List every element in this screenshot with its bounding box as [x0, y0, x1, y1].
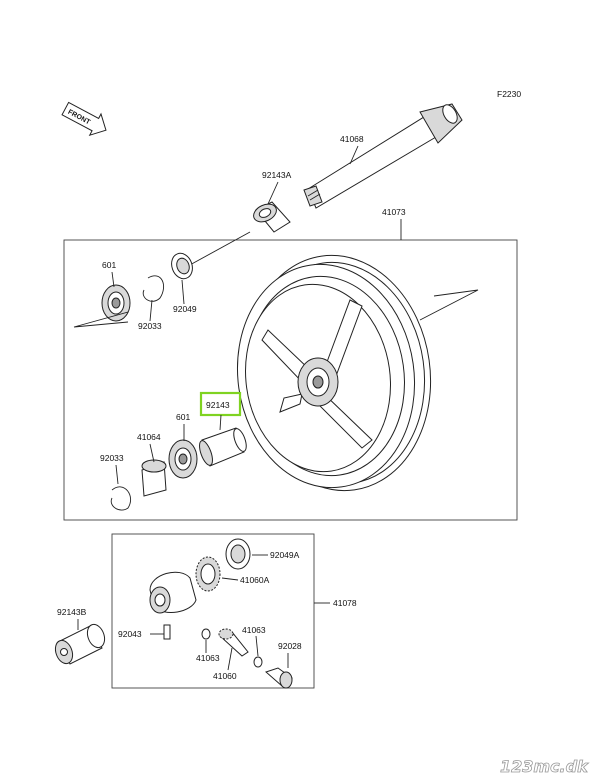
gear-41060A[interactable]: [195, 556, 221, 592]
label-92028: 92028: [278, 641, 302, 651]
washer-41063-right[interactable]: [253, 656, 263, 668]
label-41060A: 41060A: [240, 575, 270, 585]
diagram-code: F2230: [497, 89, 521, 99]
front-arrow-icon: FRONT: [61, 101, 107, 136]
speedo-gear-box: [111, 533, 315, 689]
label-41078: 41078: [333, 598, 357, 608]
gear-housing[interactable]: [149, 571, 197, 614]
label-92033-bottom: 92033: [100, 453, 124, 463]
label-92033-top: 92033: [138, 321, 162, 331]
label-92049: 92049: [173, 304, 197, 314]
label-601-top: 601: [102, 260, 116, 270]
collar-92143[interactable]: [197, 427, 249, 467]
highlight-92143: [199, 391, 242, 417]
pin-92043[interactable]: [163, 624, 171, 640]
label-41064: 41064: [137, 432, 161, 442]
seal-92049[interactable]: [168, 250, 196, 281]
label-41063-right: 41063: [242, 625, 266, 635]
collar-92143A[interactable]: [251, 201, 291, 233]
spacer-41064[interactable]: [141, 459, 167, 497]
seal-92049A[interactable]: [225, 538, 251, 570]
label-92143B: 92143B: [57, 607, 87, 617]
label-92043: 92043: [118, 629, 142, 639]
axle-41068[interactable]: [303, 102, 463, 209]
label-601-mid: 601: [176, 412, 190, 422]
bearing-601-mid[interactable]: [168, 439, 198, 479]
watermark: 123mc.dk: [500, 757, 589, 776]
front-wheel[interactable]: [223, 243, 445, 502]
wheel-assembly-box: [63, 239, 518, 521]
label-41063-left: 41063: [196, 653, 220, 663]
label-41060: 41060: [213, 671, 237, 681]
label-92143: 92143: [206, 400, 230, 410]
bushing-92028[interactable]: [265, 667, 293, 689]
collar-92143B[interactable]: [52, 622, 107, 666]
circlip-92033-bottom[interactable]: [110, 486, 132, 511]
label-41068: 41068: [340, 134, 364, 144]
bearing-601-top[interactable]: [101, 284, 131, 322]
pinion-gear-41060[interactable]: [218, 628, 249, 657]
washer-41063-left[interactable]: [201, 628, 211, 640]
label-92143A: 92143A: [262, 170, 292, 180]
label-41073: 41073: [382, 207, 406, 217]
label-92049A: 92049A: [270, 550, 300, 560]
circlip-92033-top[interactable]: [142, 275, 164, 302]
